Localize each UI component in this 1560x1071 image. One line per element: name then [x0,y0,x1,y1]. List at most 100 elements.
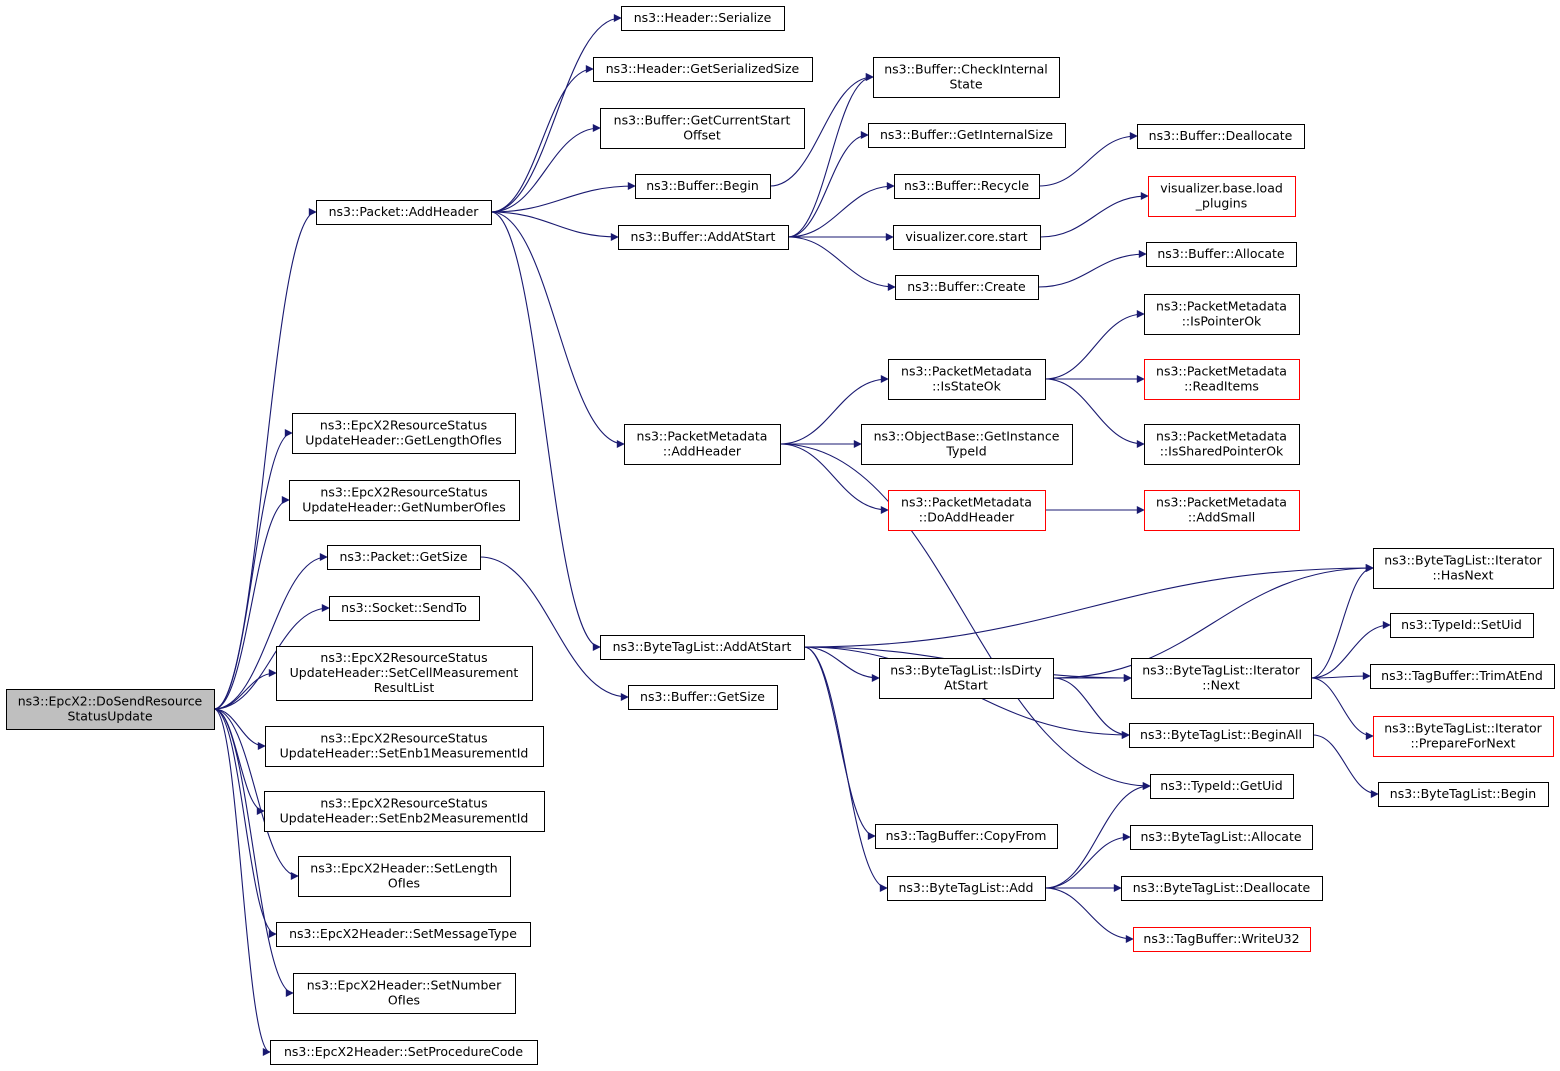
edge-root-to-hdr_setproc [213,708,271,1056]
node-tb-copyfrom[interactable]: ns3::TagBuffer::CopyFrom [875,824,1058,849]
node-label-line: ns3::ByteTagList::Add [898,880,1033,895]
node-label-line: ns3::TagBuffer::CopyFrom [886,828,1047,843]
node-label-line: ns3::Socket::SendTo [341,600,467,615]
node-box [1148,176,1296,217]
node-buf-recycle[interactable]: ns3::Buffer::Recycle [894,174,1040,199]
node-pm-readitems[interactable]: ns3::PacketMetadata::ReadItems [1144,359,1300,400]
node-label-line: UpdateHeader::SetCellMeasurement [290,665,519,680]
node-label-line: UpdateHeader::SetEnb2MeasurementId [280,811,529,826]
node-btl-iter-prepare[interactable]: ns3::ByteTagList::Iterator::PrepareForNe… [1373,716,1554,757]
node-tb-trimatend[interactable]: ns3::TagBuffer::TrimAtEnd [1370,664,1555,689]
node-label-line: ns3::EpcX2ResourceStatus [320,485,487,500]
node-label-line: ::ReadItems [1184,379,1259,394]
node-box [276,922,531,947]
node-pkt-getsize[interactable]: ns3::Packet::GetSize [327,545,481,570]
node-box [879,658,1054,699]
node-pm-ispointerok[interactable]: ns3::PacketMetadata::IsPointerOk [1144,294,1300,335]
node-hdr-setmsg[interactable]: ns3::EpcX2Header::SetMessageType [276,922,531,947]
node-rs-setenb2[interactable]: ns3::EpcX2ResourceStatusUpdateHeader::Se… [264,791,545,832]
node-box [593,57,813,82]
edge-btl_iter_next-to-tb_trimatend [1310,672,1371,681]
node-pm-addheader[interactable]: ns3::PacketMetadata::AddHeader [624,424,781,465]
node-box [1370,664,1555,689]
node-rs-setenb1[interactable]: ns3::EpcX2ResourceStatusUpdateHeader::Se… [265,726,544,767]
node-box [1378,782,1549,807]
node-btl-begin[interactable]: ns3::ByteTagList::Begin [1378,782,1549,807]
node-btl-addatstart[interactable]: ns3::ByteTagList::AddAtStart [600,635,805,660]
node-box [600,108,805,149]
node-buf-create[interactable]: ns3::Buffer::Create [895,275,1039,300]
node-buf-getsize[interactable]: ns3::Buffer::GetSize [628,685,778,710]
node-hdr-setproc[interactable]: ns3::EpcX2Header::SetProcedureCode [270,1040,538,1065]
node-rs-getlen[interactable]: ns3::EpcX2ResourceStatusUpdateHeader::Ge… [292,413,516,454]
node-label-line: ::IsStateOk [932,379,1002,394]
node-rs-setcell[interactable]: ns3::EpcX2ResourceStatusUpdateHeader::Se… [276,646,533,701]
node-vis-load-plugins[interactable]: visualizer.base.load_plugins [1148,176,1296,217]
node-box [270,1040,538,1065]
node-box [888,359,1046,400]
node-label-line: ns3::Buffer::Deallocate [1149,128,1293,143]
node-btl-beginall[interactable]: ns3::ByteTagList::BeginAll [1129,723,1314,748]
edge-pm_addheader-to-pm_doaddheader [779,443,889,514]
node-buf-addatstart[interactable]: ns3::Buffer::AddAtStart [618,225,789,250]
node-label-line: ns3::ByteTagList::AddAtStart [613,639,792,654]
node-header-getsersize[interactable]: ns3::Header::GetSerializedSize [593,57,813,82]
node-btl-allocate[interactable]: ns3::ByteTagList::Allocate [1130,825,1313,850]
node-label-line: ns3::EpcX2ResourceStatus [320,731,487,746]
node-buf-begin[interactable]: ns3::Buffer::Begin [635,174,771,199]
node-header-serialize[interactable]: ns3::Header::Serialize [621,6,785,31]
edge-root-to-rs_getnum [213,496,290,710]
node-buf-getinternalsize[interactable]: ns3::Buffer::GetInternalSize [868,123,1066,148]
node-box [1373,716,1554,757]
edge-btl_add-to-btl_allocate [1044,833,1131,889]
edge-root-to-pkt_getsize [213,553,328,710]
node-buf-allocate[interactable]: ns3::Buffer::Allocate [1146,242,1297,267]
node-label-line: ns3::Buffer::AddAtStart [631,229,776,244]
node-box [635,174,771,199]
node-pm-issharedptrok[interactable]: ns3::PacketMetadata::IsSharedPointerOk [1144,424,1300,465]
node-btl-add[interactable]: ns3::ByteTagList::Add [887,876,1046,901]
node-box [1373,548,1554,589]
node-pkt-addheader[interactable]: ns3::Packet::AddHeader [316,200,492,225]
node-sock-sendto[interactable]: ns3::Socket::SendTo [329,596,480,621]
node-btl-iter-next[interactable]: ns3::ByteTagList::Iterator::Next [1131,658,1312,699]
edge-pkt_addheader-to-header_serialize [490,14,622,213]
node-typeid-getuid[interactable]: ns3::TypeId::GetUid [1150,774,1294,799]
node-pm-isstateok[interactable]: ns3::PacketMetadata::IsStateOk [888,359,1046,400]
node-pm-doaddheader[interactable]: ns3::PacketMetadata::DoAddHeader [888,490,1046,531]
node-tb-writeu32[interactable]: ns3::TagBuffer::WriteU32 [1133,927,1311,952]
node-vis-core-start[interactable]: visualizer.core.start [893,225,1041,250]
node-label-line: ::HasNext [1432,568,1493,583]
node-box [1390,613,1534,638]
node-label-line: ns3::PacketMetadata [637,429,768,444]
node-label-line: ns3::EpcX2::DoSendResource [18,694,203,709]
node-box [875,824,1058,849]
node-label-line: ns3::PacketMetadata [1156,495,1287,510]
node-rs-getnum[interactable]: ns3::EpcX2ResourceStatusUpdateHeader::Ge… [289,480,520,521]
node-label-line: ns3::TypeId::SetUid [1401,617,1522,632]
node-label-line: ns3::TagBuffer::TrimAtEnd [1381,668,1543,683]
node-btl-iter-hasnext[interactable]: ns3::ByteTagList::Iterator::HasNext [1373,548,1554,589]
node-typeid-setuid[interactable]: ns3::TypeId::SetUid [1390,613,1534,638]
node-label-line: ns3::Header::Serialize [634,10,772,25]
node-btl-deallocate[interactable]: ns3::ByteTagList::Deallocate [1121,876,1323,901]
node-box [292,413,516,454]
node-label-line: ns3::Packet::GetSize [339,549,467,564]
node-label-line: ns3::ByteTagList::BeginAll [1140,727,1302,742]
node-box [1131,658,1312,699]
edge-btl_isdirty-to-btl_iter_hasnext [1052,564,1374,679]
edge-pm_addheader-to-pm_isstateok [779,375,889,445]
node-label-line: ns3::EpcX2Header::SetMessageType [289,926,517,941]
edge-buf_recycle-to-buf_deallocate [1038,132,1138,187]
node-buf-deallocate[interactable]: ns3::Buffer::Deallocate [1137,124,1305,149]
edge-buf_begin-to-buf_checkinternal [769,73,874,187]
node-label-line: ns3::PacketMetadata [1156,364,1287,379]
node-pm-addsmall[interactable]: ns3::PacketMetadata::AddSmall [1144,490,1300,531]
